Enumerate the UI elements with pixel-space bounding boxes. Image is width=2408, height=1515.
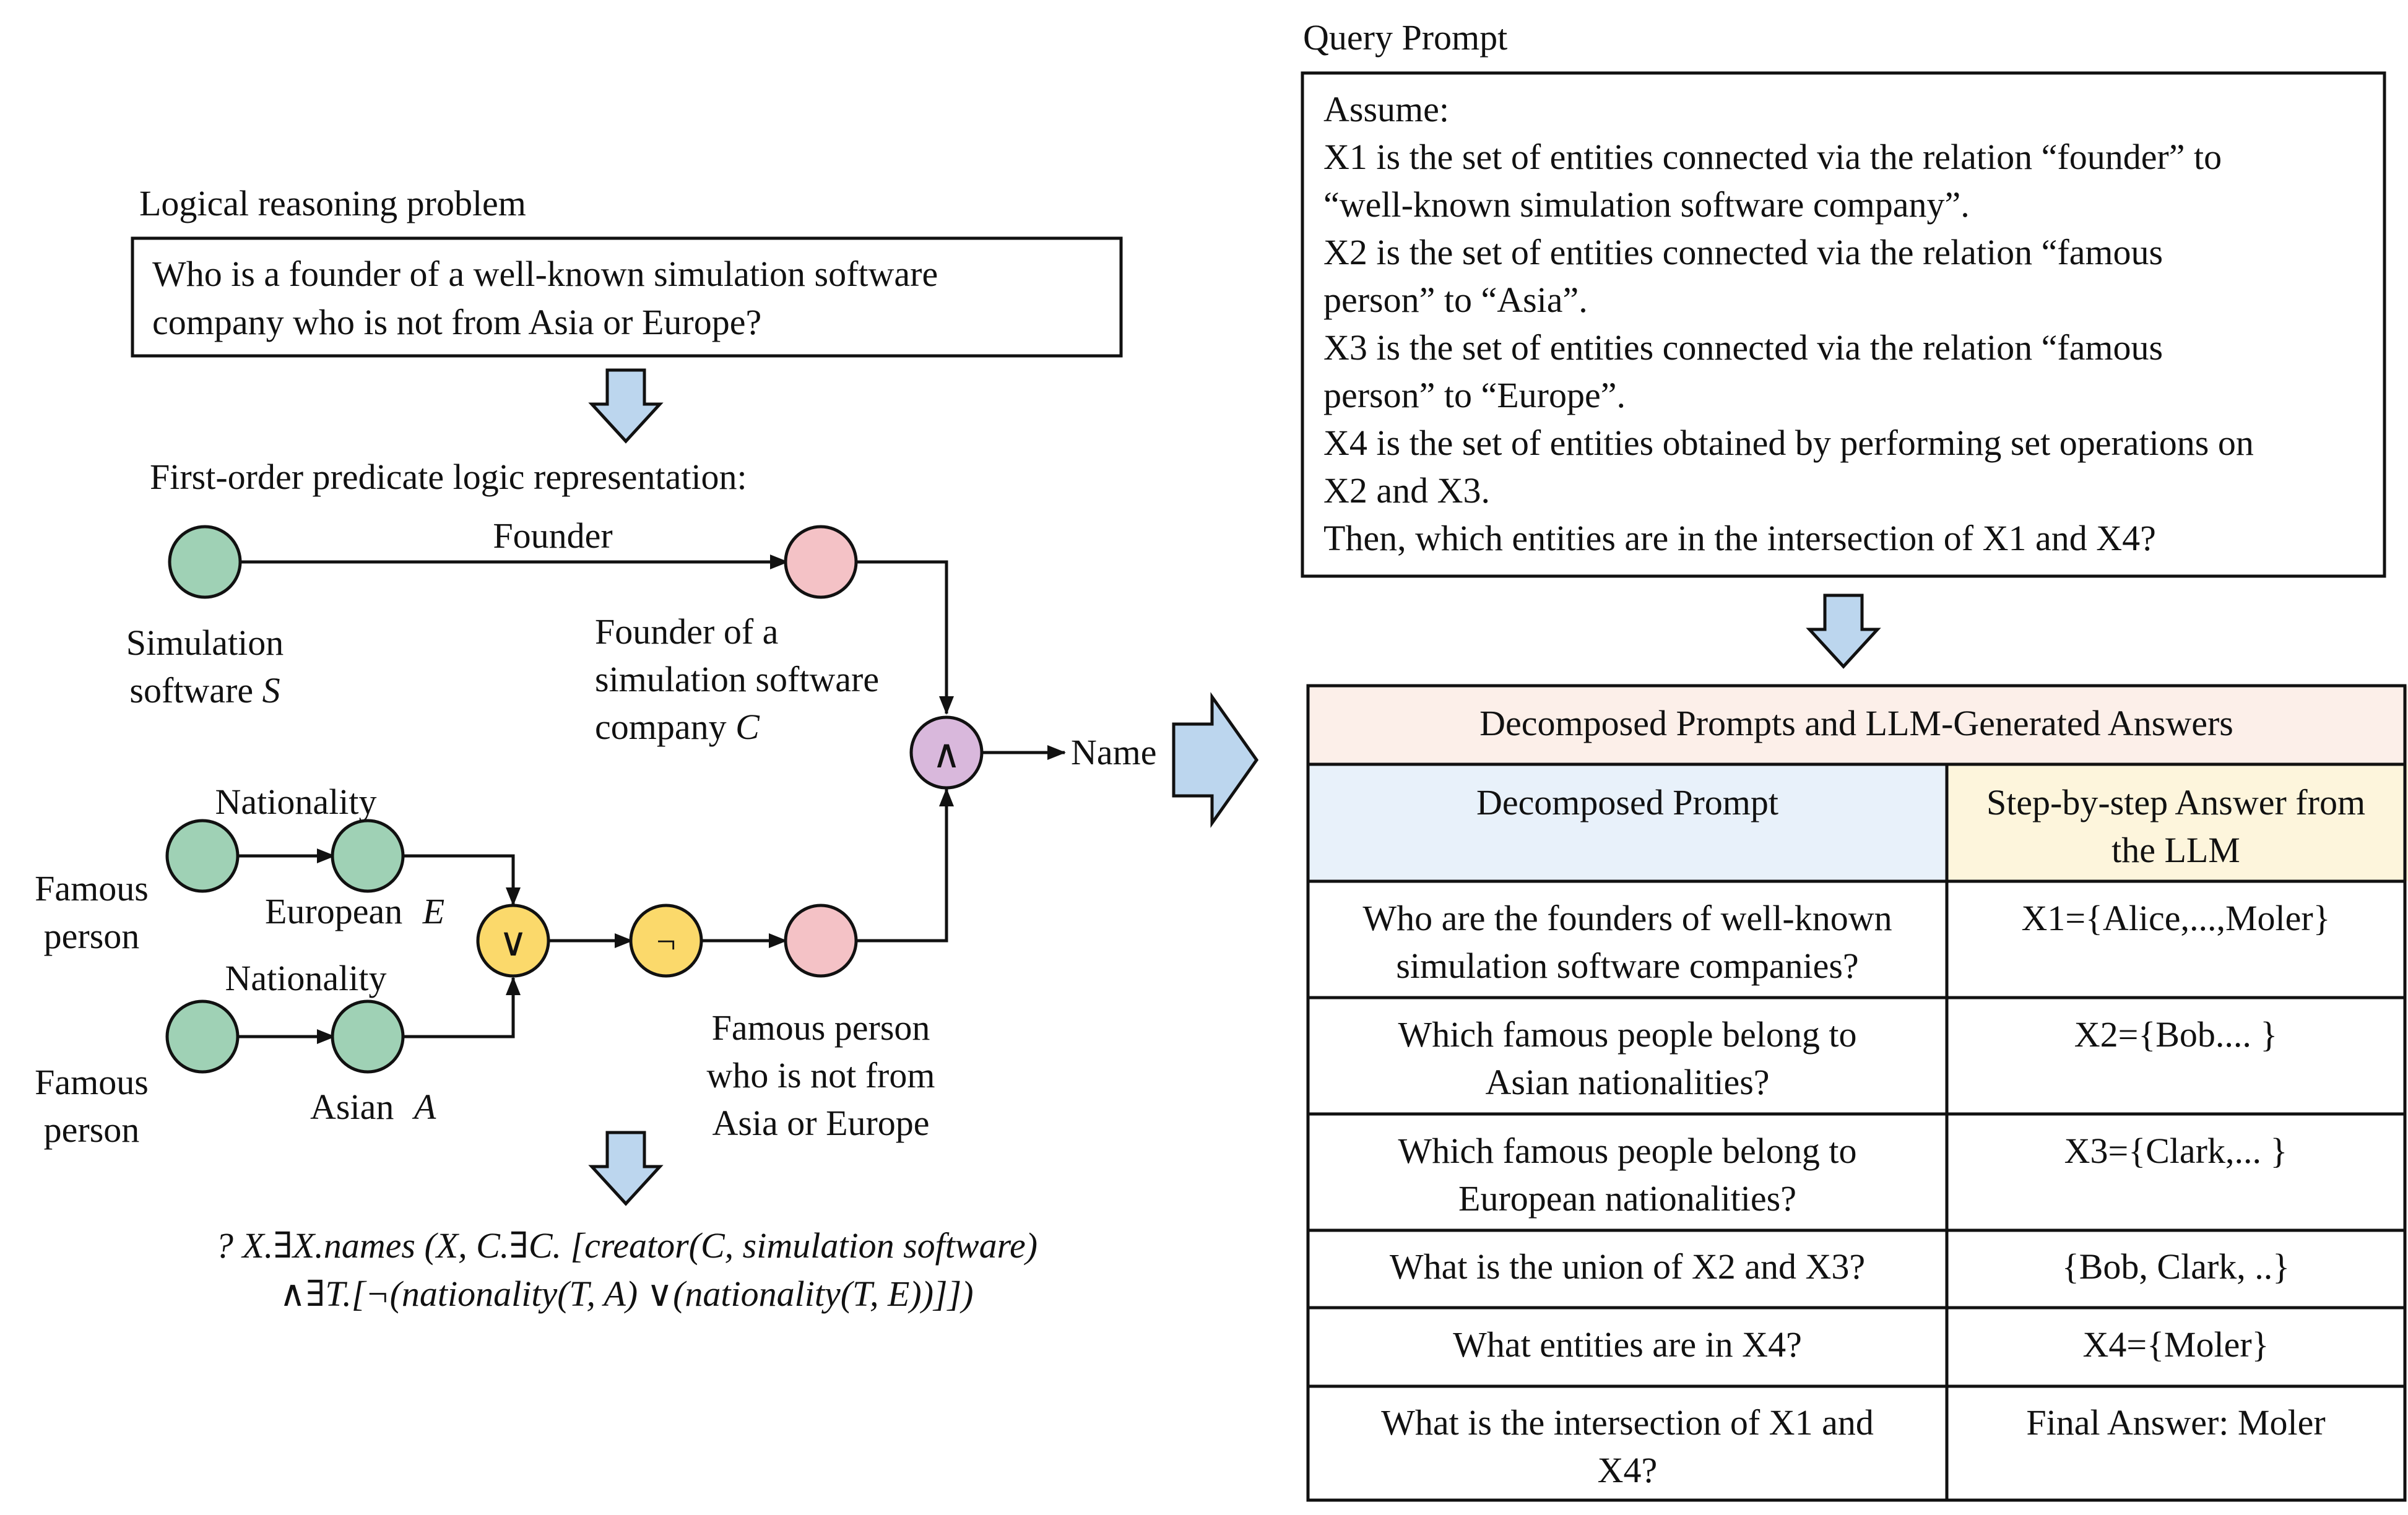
query-line-4: person” to “Asia”. <box>1323 280 1588 320</box>
problem-line-1: Who is a founder of a well-known simulat… <box>152 254 938 294</box>
famous-2-line-1: Famous <box>35 1062 149 1102</box>
row-6-prompt-2: X4? <box>1598 1450 1658 1490</box>
query-line-3: X2 is the set of entities connected via … <box>1323 232 2163 272</box>
edge-node-to-and <box>856 788 954 943</box>
table-col2-header-2: the LLM <box>2111 830 2240 870</box>
row-2-prompt-1: Which famous people belong to <box>1398 1014 1857 1055</box>
table-title-bg <box>1308 686 2408 764</box>
row-2-answer: X2={Bob.... } <box>2074 1014 2277 1055</box>
name-label: Name <box>1071 732 1157 772</box>
founder-label-2: simulation software <box>595 659 879 699</box>
query-line-8: X2 and X3. <box>1323 470 1490 511</box>
row-4-answer: {Bob, Clark, ..} <box>2062 1246 2290 1287</box>
famous-1-line-2: person <box>44 916 140 956</box>
not-symbol: ¬ <box>656 923 676 961</box>
table-title: Decomposed Prompts and LLM-Generated Ans… <box>1479 703 2233 743</box>
node-simulation-software <box>168 525 242 599</box>
nationality-label-1: Nationality <box>215 782 377 822</box>
table-border <box>1306 684 2407 1502</box>
table-col2-header-bg <box>1947 764 2408 881</box>
nationality-label-2: Nationality <box>225 958 387 998</box>
query-box <box>1301 71 2386 578</box>
row-1-prompt-1: Who are the founders of well-known <box>1362 898 1892 938</box>
node-founder <box>784 525 858 599</box>
query-line-0: Assume: <box>1323 89 1449 129</box>
table-col1-header: Decomposed Prompt <box>1476 782 1778 822</box>
sim-label-1: Simulation <box>126 623 284 663</box>
edge-founder-label: Founder <box>493 516 612 556</box>
table-col2-header-1: Step-by-step Answer from <box>1986 782 2365 822</box>
edge-european-to-or <box>402 854 521 906</box>
founder-label-1: Founder of a <box>595 611 778 652</box>
and-symbol: ∧ <box>932 732 961 776</box>
node-not <box>629 904 703 978</box>
row-5-prompt-1: What entities are in X4? <box>1453 1324 1802 1365</box>
sim-label-2: software S <box>129 670 280 710</box>
row-3-answer: X3={Clark,... } <box>2064 1131 2288 1171</box>
right-arrow <box>1172 692 1259 828</box>
not-from-line-3: Asia or Europe <box>712 1103 929 1143</box>
query-line-6: person” to “Europe”. <box>1323 375 1626 415</box>
row-6-answer: Final Answer: Moler <box>2026 1402 2325 1443</box>
fol-heading: First-order predicate logic representati… <box>150 457 747 497</box>
row-1-prompt-2: simulation software companies? <box>1396 946 1858 986</box>
node-famous-person-2 <box>165 999 240 1074</box>
or-symbol: ∨ <box>499 920 528 964</box>
query-heading: Query Prompt <box>1303 17 1507 58</box>
problem-line-2: company who is not from Asia or Europe? <box>152 302 761 342</box>
row-1-answer: X1={Alice,...,Moler} <box>2021 898 2330 938</box>
asian-label: Asian A <box>310 1087 436 1127</box>
row-4-prompt-1: What is the union of X2 and X3? <box>1390 1246 1865 1287</box>
row-2-prompt-2: Asian nationalities? <box>1485 1062 1769 1102</box>
problem-heading: Logical reasoning problem <box>139 183 526 223</box>
down-arrow-1 <box>588 368 664 444</box>
node-european <box>331 819 405 893</box>
european-label: European E <box>265 891 444 931</box>
row-6-prompt-1: What is the intersection of X1 and <box>1381 1402 1874 1443</box>
query-line-5: X3 is the set of entities connected via … <box>1323 327 2163 368</box>
query-lines: Assume: X1 is the set of entities connec… <box>1323 89 2254 558</box>
node-famous-person-1 <box>165 819 240 893</box>
row-3-prompt-1: Which famous people belong to <box>1398 1131 1857 1171</box>
not-from-line-2: who is not from <box>707 1055 935 1095</box>
row-3-prompt-2: European nationalities? <box>1458 1178 1796 1219</box>
formula-line-2: ∧∃T.[¬(nationality(T, A) ∨(nationality(T… <box>279 1274 973 1314</box>
node-or <box>476 904 550 978</box>
query-line-9: Then, which entities are in the intersec… <box>1323 518 2156 558</box>
node-not-from-asia-europe <box>784 904 858 978</box>
problem-box <box>131 236 1123 358</box>
answers-table: Decomposed Prompts and LLM-Generated Ans… <box>1306 684 2408 1502</box>
node-asian <box>331 999 405 1074</box>
famous-2-line-2: person <box>44 1110 140 1150</box>
famous-1-line-1: Famous <box>35 868 149 909</box>
formula-line-1: ? X.∃X.names (X, C.∃C. [creator(C, simul… <box>215 1225 1037 1266</box>
table-col1-header-bg <box>1308 764 1947 881</box>
not-from-line-1: Famous person <box>712 1008 930 1048</box>
down-arrow-2 <box>588 1131 664 1206</box>
query-line-1: X1 is the set of entities connected via … <box>1323 137 2222 177</box>
edge-founder-to-and <box>856 560 954 715</box>
query-line-7: X4 is the set of entities obtained by pe… <box>1323 423 2254 463</box>
down-arrow-3 <box>1806 593 1881 669</box>
node-and <box>909 715 984 790</box>
row-5-answer: X4={Moler} <box>2082 1324 2269 1365</box>
edge-asian-to-or <box>402 977 521 1038</box>
founder-label-3: company C <box>595 707 760 747</box>
query-line-2: “well-known simulation software company”… <box>1323 184 1970 225</box>
